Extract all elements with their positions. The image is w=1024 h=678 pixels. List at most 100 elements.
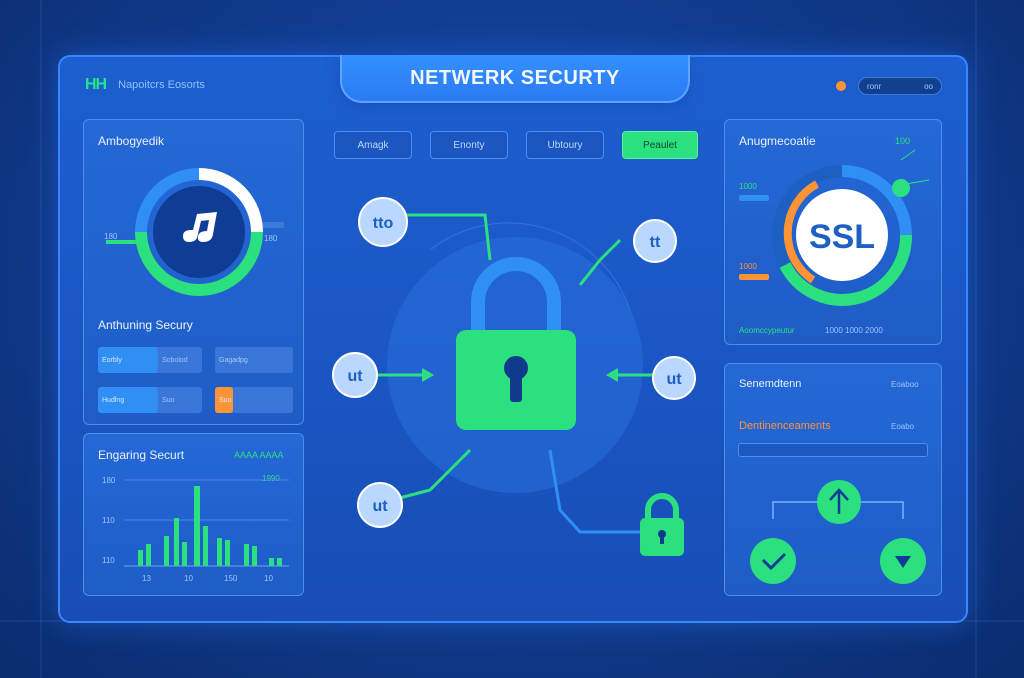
music-note-icon: [183, 212, 217, 242]
ssl-text: SSL: [809, 218, 875, 256]
network-node: tt: [633, 219, 677, 263]
toggle-label: ronr: [867, 81, 882, 91]
bar: [164, 536, 169, 566]
panel-title: Ambogyedik: [98, 134, 165, 148]
link-bottom-right: [548, 449, 640, 534]
bar: [244, 544, 249, 566]
bar: [269, 558, 274, 566]
chart-badge: AAAA AAAA: [234, 450, 284, 460]
gauge-right-value: 180: [264, 234, 278, 243]
ssl-badge: 100: [895, 136, 911, 146]
chart-tag: 1990: [262, 474, 280, 483]
ssl-arc-blue: [841, 165, 912, 236]
x-tick: 10: [184, 574, 193, 583]
left-analytics-panel: Ambogyedik 180 180 Anthuning Secury Eorb…: [83, 119, 304, 425]
bar: [203, 526, 208, 566]
bar-chart: [124, 479, 289, 567]
gauge-arc-blue: [135, 168, 200, 233]
left-gauge: [106, 168, 284, 296]
settings-row-value-2[interactable]: Eoabo: [891, 422, 915, 431]
flow-diagram: [750, 480, 926, 584]
x-tick: 13: [142, 574, 151, 583]
gauge-arc-green: [135, 231, 263, 296]
bar: [138, 550, 143, 566]
ssl-footer-right: 1000 1000 2000: [825, 326, 883, 335]
ssl-core: [796, 189, 888, 281]
tab-ubtoury[interactable]: Ubtoury: [526, 131, 604, 159]
annotation-line: [900, 149, 916, 161]
security-bar-4[interactable]: Suo: [215, 387, 293, 413]
top-controls: ronr oo: [836, 77, 942, 95]
section-title: Anthuning Secury: [98, 318, 193, 332]
gauge-arc-white: [198, 168, 263, 233]
toggle-value: oo: [924, 81, 933, 91]
arrow-head-left: [422, 368, 434, 382]
settings-row-label: Senemdtenn: [739, 378, 802, 390]
bar: [146, 544, 151, 566]
bar: [217, 538, 222, 566]
security-bar-3[interactable]: Hudlng Suo: [98, 387, 202, 413]
bar: [225, 540, 230, 566]
bar: [252, 546, 257, 566]
link-top-right: [578, 238, 622, 286]
network-diagram: tto tt ut ut ut: [332, 197, 696, 556]
x-tick: 10: [264, 574, 273, 583]
ssl-arc-orange: [783, 180, 820, 284]
link-bottom-left: [391, 448, 472, 502]
check-button: [750, 538, 796, 584]
right-ssl-panel: Anugmecoatie 100 1000 1000 SSL Aoomccype…: [724, 119, 942, 345]
y-tick: 110: [102, 516, 115, 525]
svg-text:tt: tt: [650, 234, 661, 251]
bar: [194, 486, 200, 566]
svg-text:ut: ut: [666, 371, 682, 388]
ssl-arc-green: [779, 234, 913, 306]
brand-name: Napoitcrs Eosorts: [118, 79, 205, 91]
link-top-left: [395, 213, 492, 261]
down-triangle-button: [880, 538, 926, 584]
svg-text:ut: ut: [347, 368, 363, 385]
ssl-footer-left: Aoomccypeutur: [739, 326, 795, 335]
network-node: ut: [652, 356, 696, 400]
left-chart-panel: Engaring Securt AAAA AAAA 1990 180 110 1…: [83, 433, 304, 596]
halo-arc: [429, 222, 631, 311]
up-arrow-button: [817, 480, 861, 524]
tab-enonty[interactable]: Enonty: [430, 131, 508, 159]
toggle-pill[interactable]: ronr oo: [858, 77, 942, 95]
network-node: ut: [332, 352, 378, 398]
ssl-legend-1: 1000: [739, 182, 757, 191]
network-node: tto: [358, 197, 408, 247]
arrow-head-right: [606, 368, 618, 382]
y-tick: 110: [102, 556, 115, 565]
chart-title: Engaring Securt: [98, 448, 185, 462]
svg-text:ut: ut: [372, 498, 388, 515]
security-bar-2[interactable]: Gagadpg: [215, 347, 293, 373]
small-padlock-icon: [640, 493, 684, 556]
ssl-marker: [892, 179, 910, 197]
bar-fill-orange: Suo: [215, 387, 233, 413]
svg-text:tto: tto: [373, 215, 394, 232]
status-dot: [836, 81, 846, 91]
tab-peaulet[interactable]: Peaulet: [622, 131, 698, 159]
bar: [174, 518, 179, 566]
tab-amagk[interactable]: Amagk: [334, 131, 412, 159]
ssl-panel-title: Anugmecoatie: [739, 134, 816, 148]
gauge-core: [153, 186, 245, 278]
background-line: [40, 0, 42, 678]
settings-row-label-2: Dentinenceaments: [739, 420, 831, 432]
bar: [277, 558, 282, 566]
settings-row-value[interactable]: Eoaboo: [891, 380, 919, 389]
page-title: NETWERK SECURTY: [410, 66, 620, 89]
right-settings-panel: Senemdtenn Eoaboo Dentinenceaments Eoabo: [724, 363, 942, 596]
y-tick: 180: [102, 476, 116, 485]
bar-fill: Hudlng: [98, 387, 158, 413]
ssl-legend-bar: [739, 195, 769, 201]
title-banner: NETWERK SECURTY: [340, 55, 690, 103]
padlock-icon: [456, 257, 576, 430]
network-node: ut: [357, 482, 403, 528]
bar-fill: Eorbly: [98, 347, 158, 373]
x-tick: 150: [224, 574, 238, 583]
security-bar-1[interactable]: Eorbly Sobolod: [98, 347, 202, 373]
settings-input[interactable]: [738, 443, 928, 457]
logo[interactable]: HH Napoitcrs Eosorts: [85, 76, 205, 94]
logo-mark: HH: [85, 76, 107, 93]
